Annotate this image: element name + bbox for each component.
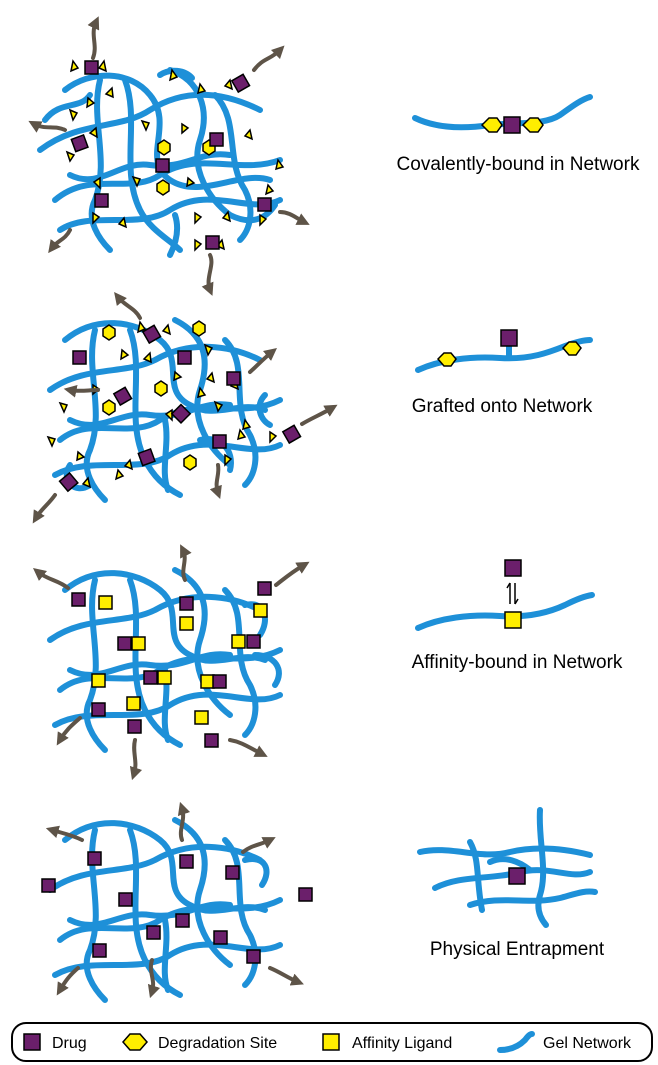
gel-strand [487,856,533,873]
drug-square-icon [503,116,521,134]
legend-drug-label: Drug [52,1035,87,1052]
schematic-grafted [415,329,593,373]
gel-strand [412,94,593,131]
legend-affinity-label: Affinity Ligand [352,1035,452,1052]
gel-strand [415,592,595,631]
affinity-ligands [91,595,268,725]
panel-entrapment-network [41,801,313,1003]
legend-degradation-label: Degradation Site [158,1035,277,1052]
gel-network [37,67,283,258]
gel-strand [535,807,549,928]
affinity-ligand-square-icon [504,611,522,629]
release-arrows [32,291,338,524]
degradation-sites [102,320,206,471]
panel-covalent-network [28,16,310,296]
drug-square-icon [500,329,518,347]
drug-square-icon [23,1033,41,1051]
legend-gel-network-label: Gel Network [543,1035,632,1052]
drug-square-icon [508,867,526,885]
gel-network [47,317,283,503]
degradation-hexagon-icon [122,1033,148,1051]
panel-label-grafted: Grafted onto Network [412,396,593,417]
panel-grafted-network [32,291,338,524]
drugs [58,324,302,493]
cleaved-site-fragments [65,59,285,252]
degradation-hexagon-icon [521,117,544,133]
legend: Drug Degradation Site Affinity Ligand Ge… [11,1022,653,1062]
gel-strand [467,839,485,913]
affinity-ligand-square-icon [322,1033,340,1051]
equilibrium-arrows-icon [506,582,519,605]
release-arrows [28,16,310,296]
gel-network [47,817,283,1003]
drug-square-icon [504,559,522,577]
degradation-hexagon-icon [480,117,503,133]
schematic-covalent [412,94,593,134]
gel-strand [417,845,593,858]
panel-label-entrapment: Physical Entrapment [430,939,605,960]
drugs [41,851,313,964]
panel-affinity-network [33,544,310,781]
degradation-hexagon-icon [436,352,457,367]
panel-label-affinity: Affinity-bound in Network [412,652,623,673]
gel-network [47,567,283,753]
gel-network-strand-icon [497,1031,535,1053]
drugs [71,581,272,748]
drugs [70,60,272,250]
release-arrows [45,801,304,999]
gel-strand [467,888,598,908]
release-arrows [33,544,310,781]
degradation-hexagon-icon [561,341,582,356]
schematic-entrapment [417,807,598,928]
panel-label-covalent: Covalently-bound in Network [397,154,640,175]
schematic-affinity [415,559,595,631]
